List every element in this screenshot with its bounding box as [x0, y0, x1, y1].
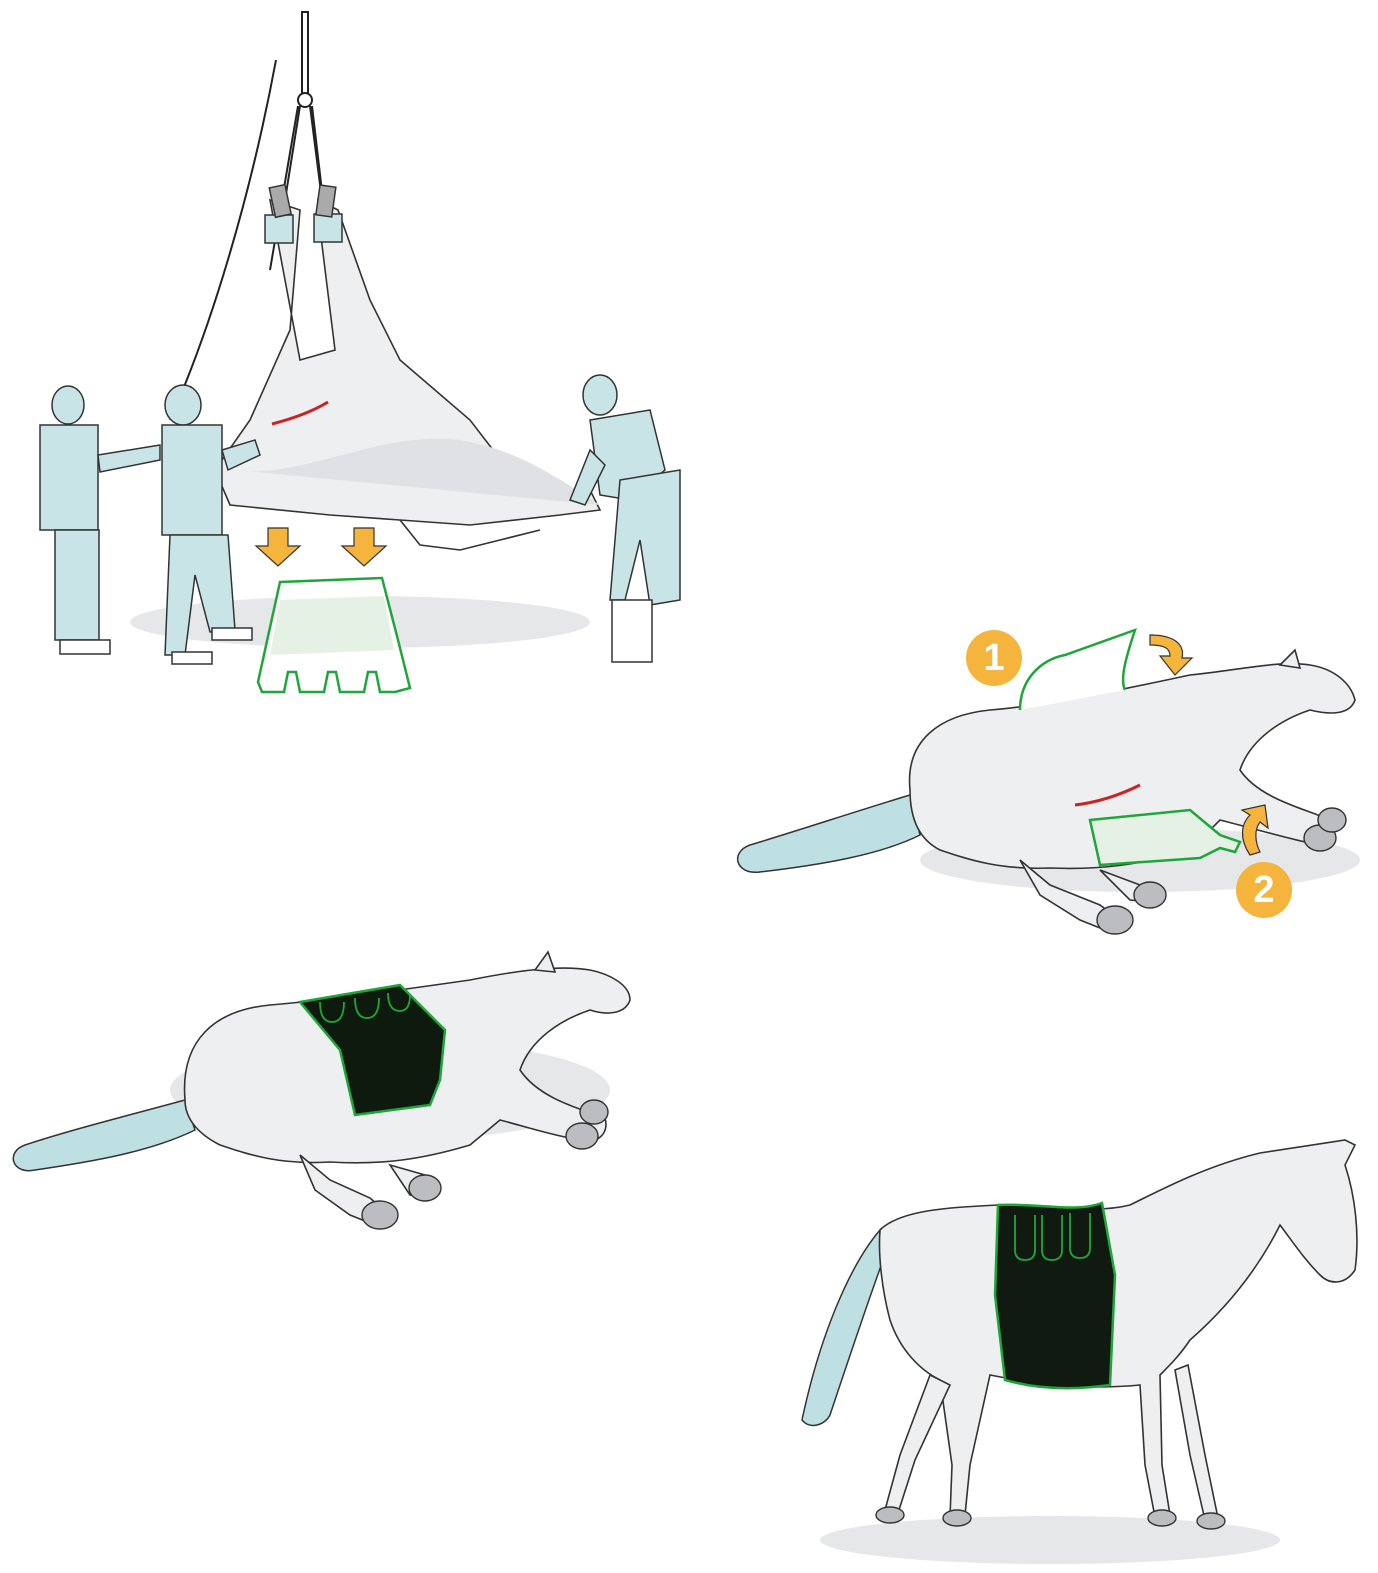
- hoof-wrap: [314, 214, 342, 242]
- tail: [738, 795, 920, 872]
- hoof: [1097, 906, 1133, 934]
- hoof: [409, 1175, 441, 1201]
- hoof: [943, 1510, 971, 1526]
- step-badge-2: 2: [1236, 862, 1292, 918]
- hoof: [362, 1201, 398, 1229]
- tail: [802, 1230, 885, 1425]
- step-badge-1: 1: [966, 630, 1022, 686]
- hoof: [1148, 1510, 1176, 1526]
- hoof-wrap: [265, 215, 293, 243]
- wrap-icon: [995, 1203, 1115, 1388]
- hoof: [316, 185, 336, 217]
- tail: [13, 1100, 195, 1171]
- wrap-icon: [258, 578, 410, 692]
- hoof: [1197, 1513, 1225, 1529]
- step-4-wrapped-standing-scene: [790, 1135, 1378, 1573]
- fold-arrow-icon: [1150, 635, 1192, 675]
- hoof: [1134, 882, 1166, 908]
- step-3-wrapped-lying-scene: [0, 940, 650, 1240]
- hoof: [1318, 808, 1346, 832]
- horse-icon: [879, 1140, 1356, 1520]
- step-1-lift-scene: [0, 0, 700, 720]
- hoof: [580, 1100, 608, 1124]
- hoof: [876, 1507, 904, 1523]
- hoof: [566, 1123, 598, 1149]
- down-arrow-icon: [256, 528, 300, 566]
- down-arrow-icon: [342, 528, 386, 566]
